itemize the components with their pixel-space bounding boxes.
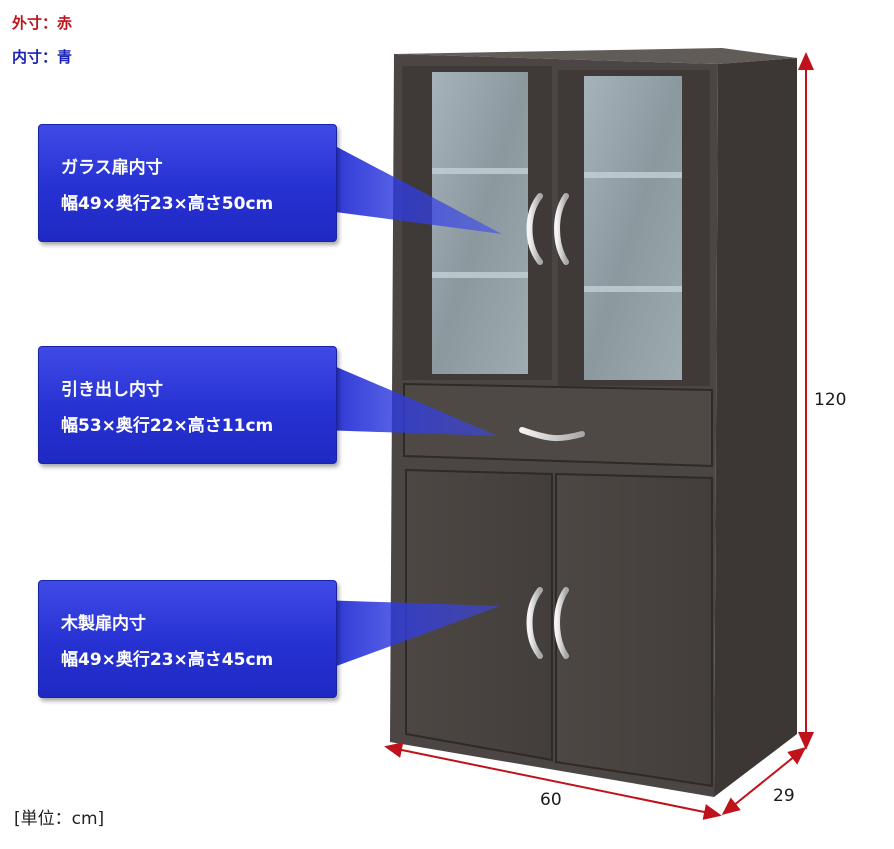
callout-glass-dims: 幅49×奥行23×高さ50cm xyxy=(61,194,274,214)
callout-wood-dims: 幅49×奥行23×高さ45cm xyxy=(61,650,274,670)
drawer-handle xyxy=(519,427,585,442)
shelf-left-lower xyxy=(432,272,528,278)
legend-inner-dimensions: 内寸：青 xyxy=(12,48,73,66)
pointer-wood xyxy=(320,600,500,672)
callout-drawer-dims: 幅53×奥行22×高さ11cm xyxy=(61,416,274,436)
shelf-right-lower xyxy=(584,286,682,292)
depth-dimension-arrow xyxy=(721,746,807,816)
glass-door-handle-right xyxy=(554,193,569,265)
width-dimension-arrow xyxy=(384,742,722,820)
depth-dimension-label: 29 xyxy=(773,786,795,806)
height-dimension-label: 120 xyxy=(814,390,847,410)
glass-door-handle-left xyxy=(526,193,543,265)
unit-note: [単位：cm] xyxy=(14,809,105,829)
callout-drawer-title: 引き出し内寸 xyxy=(61,380,163,400)
pointer-drawer xyxy=(320,360,498,436)
cabinet-side-face xyxy=(714,58,797,797)
shelf-right-upper xyxy=(584,172,682,178)
glass-pane-right xyxy=(584,76,682,380)
pointer-glass xyxy=(320,138,502,234)
wood-door-handle-left xyxy=(526,587,543,659)
callout-wood-door: 木製扉内寸 幅49×奥行23×高さ45cm xyxy=(38,580,337,698)
cabinet-top-face xyxy=(394,48,797,64)
width-dimension-label: 60 xyxy=(540,790,562,810)
callout-glass-door: ガラス扉内寸 幅49×奥行23×高さ50cm xyxy=(38,124,337,242)
shelf-left-upper xyxy=(432,168,528,174)
wood-door-handle-right xyxy=(554,587,569,659)
callout-wood-title: 木製扉内寸 xyxy=(61,614,146,634)
callout-glass-title: ガラス扉内寸 xyxy=(61,158,163,178)
legend-outer-dimensions: 外寸：赤 xyxy=(12,14,73,32)
callout-drawer: 引き出し内寸 幅53×奥行22×高さ11cm xyxy=(38,346,337,464)
